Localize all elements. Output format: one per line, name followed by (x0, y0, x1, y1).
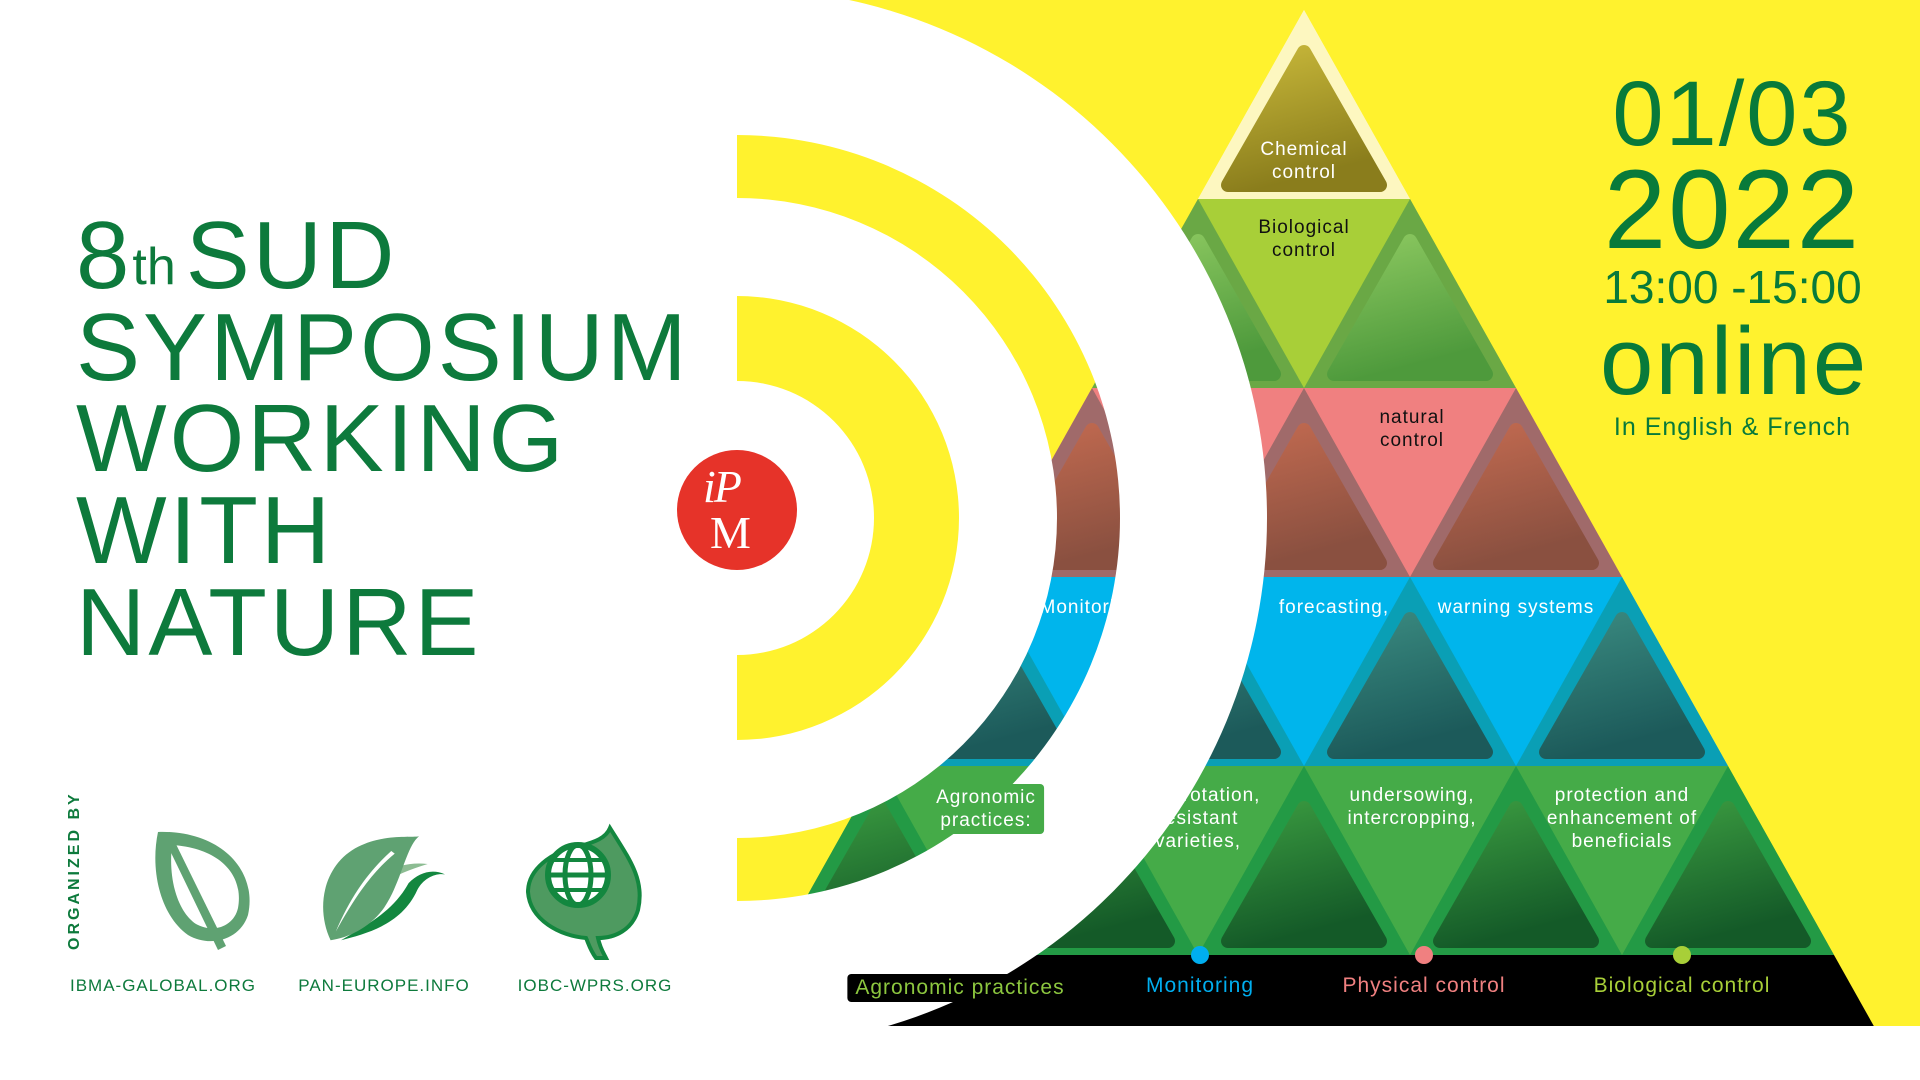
legend-biological: Biological control (1593, 974, 1771, 997)
legend-dot-monitoring (1191, 946, 1209, 964)
photo-thumbnail (1645, 801, 1811, 948)
event-date: 01/03 (1612, 63, 1853, 165)
pyramid-label-warning: warning systems (1437, 597, 1595, 618)
legend-band (734, 955, 1874, 1026)
label-line: Biological (1258, 217, 1350, 238)
photo-thumbnail (1433, 801, 1599, 948)
organizer-link-ibma[interactable]: IBMA-GALOBAL.ORG (69, 976, 257, 995)
legend-physical: Physical control (1342, 974, 1506, 997)
label-line: varieties, (1154, 831, 1242, 852)
pyramid-label-forecasting: forecasting, (1278, 597, 1390, 618)
photo-thumbnail (1327, 234, 1493, 381)
pyramid-label-undersowing: undersowing, intercropping, (1347, 784, 1476, 830)
photo-thumbnail (1221, 45, 1387, 192)
label-line: resistant (1157, 808, 1239, 829)
ipm-logo: iP M (677, 450, 797, 570)
photo-thumbnail (1539, 612, 1705, 759)
pyramid-label-biological: Biological control (1258, 216, 1349, 262)
pyramid-label-chemical: Chemical control (1260, 138, 1347, 184)
globe-leaf-icon (525, 823, 642, 960)
label-line: enhancement of (1546, 808, 1698, 829)
label-line: undersowing, (1349, 785, 1475, 806)
organizer-link-pan-europe[interactable]: PAN-EUROPE.INFO (298, 976, 470, 995)
label-line: Agronomic (936, 787, 1036, 808)
label-line: beneficials (1571, 831, 1673, 852)
ipm-logo-text: M (710, 507, 751, 558)
label-line: control (1379, 430, 1445, 451)
label-line: control (1271, 162, 1337, 183)
edition-suffix: th (132, 238, 176, 296)
pyramid-label-natural: natural control (1379, 406, 1444, 452)
photo-thumbnail (1221, 801, 1387, 948)
edition-number: 8 (76, 202, 133, 309)
legend-monitoring: Monitoring (1145, 974, 1255, 997)
title-text: SUD (185, 202, 398, 309)
title-line-3: WORKING (76, 385, 567, 492)
label-line: protection and (1554, 785, 1690, 806)
title-line-5: NATURE (76, 569, 482, 676)
label-line: Chemical (1260, 139, 1348, 160)
label-line: natural (1379, 407, 1445, 428)
pyramid-label-beneficials: protection and enhancement of beneficial… (1547, 784, 1697, 853)
organized-by-heading: ORGANIZED BY (66, 791, 83, 950)
photo-thumbnail (1433, 423, 1599, 570)
pyramid-label-agronomic: Agronomic practices: (928, 784, 1044, 834)
leaves-icon (323, 836, 445, 941)
label-line: intercropping, (1347, 808, 1477, 829)
title-line-2: SYMPOSIUM (76, 294, 690, 401)
event-details: 01/03 2022 13:00 -15:00 online In Englis… (1600, 63, 1869, 444)
event-year: 2022 (1603, 147, 1862, 272)
legend-agronomic: Agronomic practices (847, 974, 1073, 1002)
legend-dot-physical (1415, 946, 1433, 964)
event-mode: online (1600, 308, 1869, 415)
event-time: 13:00 -15:00 (1603, 261, 1862, 313)
ipm-logo-text: iP (703, 461, 742, 512)
legend-dot-biological (1673, 946, 1691, 964)
leaf-outline-icon (155, 831, 250, 950)
event-languages: In English & French (1613, 413, 1852, 441)
organizer-link-iobc[interactable]: IOBC-WPRS.ORG (517, 976, 673, 995)
label-line: practices: (940, 810, 1032, 831)
photo-thumbnail (1327, 612, 1493, 759)
title-line-4: WITH (76, 477, 334, 584)
label-line: control (1271, 240, 1337, 261)
